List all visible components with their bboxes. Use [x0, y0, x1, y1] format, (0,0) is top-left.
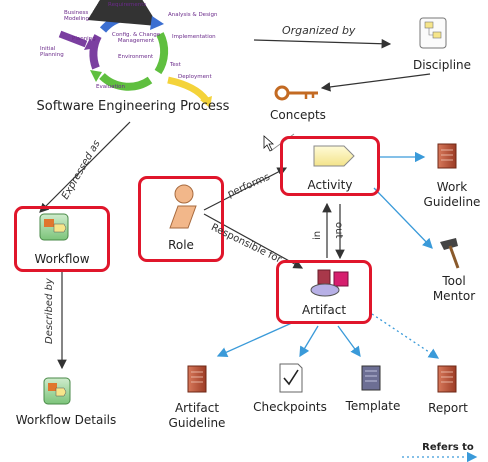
- tool-mentor-label-line1: Tool: [442, 274, 466, 288]
- workflow-label: Workflow: [34, 252, 90, 266]
- work-guideline-document-icon: [437, 143, 457, 169]
- process-label: Software Engineering Process: [36, 99, 230, 114]
- role-person-icon: [169, 184, 197, 229]
- discipline-flow-icon: [419, 17, 447, 49]
- artifact-label: Artifact: [301, 303, 347, 317]
- work-guideline-label-line2: Guideline: [423, 195, 481, 209]
- legend-refers-to-label: Refers to: [422, 442, 474, 453]
- hammer-icon: [440, 238, 460, 269]
- edge-organized-by: [253, 38, 392, 49]
- activity-highlight-box[interactable]: [280, 136, 380, 196]
- cycle-label-evaluation: Evaluation: [96, 84, 126, 90]
- edge-expressed-as: [39, 121, 131, 213]
- cycle-label-planning: Planning: [72, 36, 96, 42]
- tool-mentor-label-line2: Mentor: [432, 289, 476, 303]
- cycle-label-deployment: Deployment: [178, 74, 212, 80]
- cursor-icon: [263, 135, 275, 152]
- edge-artifact-checkpoints: [299, 325, 319, 358]
- cycle-label-initial-planning: Initial Planning: [40, 46, 64, 58]
- edge-performs: [203, 167, 288, 211]
- artifact-icon: [310, 269, 349, 297]
- cycle-label-environment: Environment: [118, 54, 154, 60]
- workflow-icon-main: [39, 213, 69, 241]
- template-icon: [361, 365, 381, 391]
- cycle-label-test: Test: [170, 62, 181, 68]
- edge-artifact-artifact-guideline: [216, 321, 295, 358]
- artifact-guideline-document-icon: [187, 365, 207, 393]
- work-guideline-label-line1: Work: [436, 180, 468, 194]
- cycle-label-implementation: Implementation: [172, 34, 216, 40]
- discipline-label: Discipline: [412, 58, 472, 72]
- cycle-label-analysis-design: Analysis & Design: [168, 12, 218, 18]
- artifact-guideline-label-line1: Artifact: [174, 401, 220, 415]
- artifact-guideline-label-line2: Guideline: [168, 416, 226, 430]
- concepts-label: Concepts: [270, 108, 326, 122]
- role-highlight-box[interactable]: [138, 176, 224, 262]
- template-label: Template: [345, 399, 401, 413]
- report-label: Report: [428, 401, 468, 415]
- edge-label-organized-by: Organized by: [282, 24, 356, 37]
- checkpoints-label: Checkpoints: [253, 400, 327, 414]
- workflow-highlight-box[interactable]: [14, 206, 110, 272]
- edge-artifact-report: [371, 313, 440, 359]
- cycle-label-config-change: Config. & Change Management: [111, 32, 161, 44]
- role-label: Role: [168, 238, 194, 252]
- artifact-highlight-box[interactable]: [276, 260, 372, 324]
- edge-artifact-template: [337, 325, 361, 358]
- cycle-label-requirements: Requirements: [108, 2, 147, 8]
- edge-responsible-for: [203, 213, 304, 269]
- activity-tag-icon: [313, 145, 355, 167]
- edge-label-described-by: Described by: [44, 278, 55, 344]
- edge-label-out: out: [333, 222, 344, 239]
- process-cycle-icon: [58, 0, 212, 108]
- report-document-icon: [437, 365, 457, 393]
- cycle-label-business-modeling: Business Modeling: [64, 10, 90, 22]
- activity-label: Activity: [307, 178, 353, 192]
- key-icon: [274, 85, 318, 101]
- edge-label-in: in: [312, 230, 323, 240]
- checklist-icon: [279, 363, 303, 393]
- edge-activity-tool-mentor: [373, 187, 433, 249]
- edge-discipline-concepts: [320, 73, 431, 92]
- workflow-details-label: Workflow Details: [15, 413, 117, 427]
- workflow-details-icon: [43, 377, 71, 405]
